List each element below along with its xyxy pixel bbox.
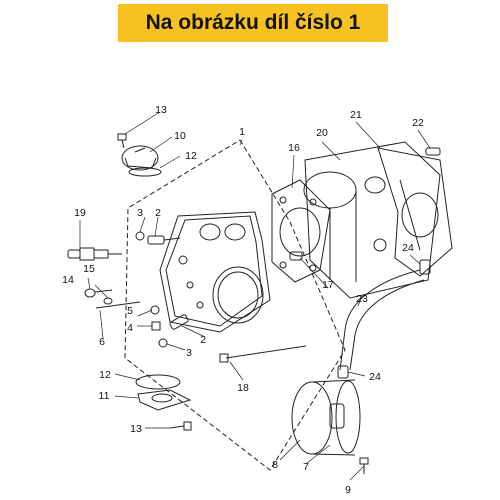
callout-15: 15 [83, 263, 95, 275]
callout-10: 10 [174, 130, 186, 142]
air-filter-cover-part-7 [329, 380, 361, 454]
callout-19: 19 [74, 207, 86, 219]
o-ring-part-12-top [128, 167, 162, 177]
callout-2-upper: 2 [155, 207, 161, 219]
callout-24-lower: 24 [369, 371, 381, 383]
valve-guide-part-2-lower [169, 314, 189, 330]
callout-18: 18 [237, 382, 249, 394]
stud-part-6 [95, 301, 141, 309]
callout-12-top: 12 [185, 150, 197, 162]
bolt-part-14 [84, 288, 113, 298]
plug-part-4 [151, 321, 161, 331]
callout-2-lower: 2 [200, 334, 206, 346]
callout-23: 23 [356, 293, 368, 305]
leader-lines [79, 111, 431, 481]
callout-21: 21 [350, 109, 362, 121]
long-bolt-part-18 [225, 345, 307, 359]
o-ring-part-12-lower [135, 374, 181, 390]
part-banner: Na obrázku díl číslo 1 [118, 4, 388, 42]
long-bolt-head [219, 353, 229, 363]
valve-cover-part-10 [121, 145, 159, 171]
bolt-part-13-top [117, 133, 127, 149]
callout-labels: 13 10 12 1 20 21 22 16 19 3 2 24 14 15 2… [62, 104, 424, 496]
clamp-part-24-lower [337, 365, 349, 379]
callout-22: 22 [412, 117, 424, 129]
callout-11: 11 [99, 390, 110, 402]
assembly-boundary [124, 139, 346, 471]
callout-17: 17 [322, 279, 334, 291]
callout-12-lower: 12 [99, 369, 111, 381]
dowel-pin-part-22 [425, 147, 441, 156]
air-filter-part-8 [291, 379, 356, 456]
callout-4: 4 [127, 322, 133, 334]
callout-14: 14 [62, 274, 74, 286]
washer-part-15 [103, 297, 113, 305]
callout-3-lower: 3 [186, 347, 192, 359]
cylinder-head-part-1 [159, 211, 271, 333]
callout-5: 5 [127, 305, 133, 317]
hose-part-23 [339, 269, 425, 371]
callout-16: 16 [288, 142, 300, 154]
clamp-part-24-top [419, 259, 431, 275]
bolt-part-9 [359, 457, 369, 474]
callout-8: 8 [272, 459, 278, 471]
gasket-part-21 [377, 147, 453, 277]
callout-24-top: 24 [402, 242, 414, 254]
washer-part-3-lower [158, 338, 168, 348]
cylinder-part-20 [303, 141, 441, 299]
callout-20: 20 [316, 127, 328, 139]
washer-part-3-upper [135, 231, 145, 241]
callout-6: 6 [99, 336, 105, 348]
washer-part-5 [150, 305, 160, 315]
callout-7: 7 [303, 461, 309, 473]
dowel-pin-part-17 [289, 251, 303, 261]
valve-guide-part-2-upper [147, 235, 181, 245]
callout-13-top: 13 [155, 104, 167, 116]
spark-plug-part-19 [67, 247, 122, 261]
gasket-part-16 [271, 179, 331, 283]
cover-plate-part-11 [137, 389, 192, 411]
callout-3-upper: 3 [137, 207, 143, 219]
callout-1: 1 [239, 126, 245, 138]
callout-13-bottom: 13 [130, 423, 142, 435]
callout-9: 9 [345, 484, 351, 496]
bolt-part-13-bottom [169, 421, 192, 431]
banner-text: Na obrázku díl číslo 1 [145, 11, 361, 34]
